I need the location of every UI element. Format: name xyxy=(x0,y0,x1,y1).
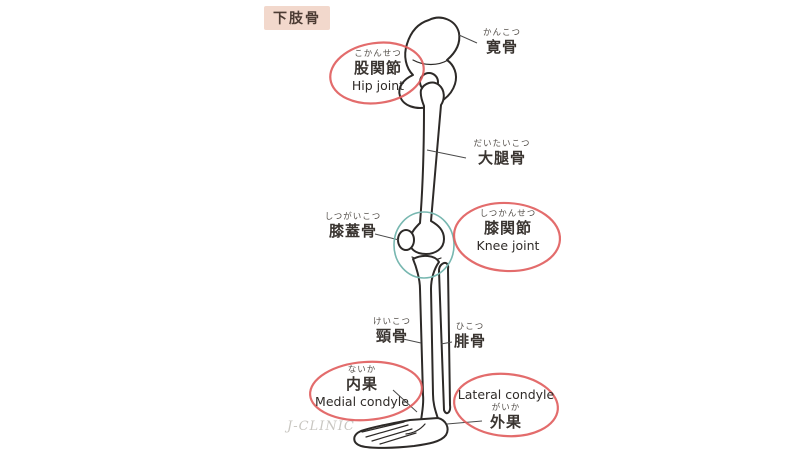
leader-line-hip-bone xyxy=(458,34,478,44)
tibia-furigana: けいこつ xyxy=(372,317,411,327)
bones-group xyxy=(353,16,461,449)
leader-line-femur xyxy=(426,149,467,159)
watermark: J-CLINIC xyxy=(287,419,355,434)
femur-kanji: 大腿骨 xyxy=(477,148,526,167)
title-badge: 下肢骨 xyxy=(264,6,330,30)
medial-condyle-english: Medial condyle xyxy=(315,394,409,410)
hip-joint-kanji: 股関節 xyxy=(353,58,402,77)
medial-condyle-highlight-ellipse xyxy=(308,360,424,422)
hip-bone-detail-line xyxy=(412,59,449,66)
hip-bone-furigana: かんこつ xyxy=(482,28,521,38)
label-fibula: ひこつ 腓骨 xyxy=(444,322,496,350)
foot-toe-lines xyxy=(361,421,426,445)
hip-joint-furigana: こかんせつ xyxy=(354,49,402,59)
leader-line-medial-condyle xyxy=(392,389,418,413)
label-patella: しつがいこつ 膝蓋骨 xyxy=(316,212,390,240)
fibula-drawing xyxy=(438,261,452,415)
patella-furigana: しつがいこつ xyxy=(324,212,382,222)
hip-bone-kanji: 寛骨 xyxy=(485,37,518,56)
label-knee-joint: しつかんせつ 膝関節 Knee joint xyxy=(462,209,554,254)
fibula-furigana: ひこつ xyxy=(455,322,485,332)
lateral-condyle-highlight-ellipse xyxy=(453,372,559,438)
medial-condyle-kanji: 内果 xyxy=(345,374,378,393)
highlight-ellipses-group xyxy=(308,41,562,438)
hip-joint-english: Hip joint xyxy=(351,78,405,94)
lateral-condyle-furigana: がいか xyxy=(491,403,521,414)
patella-drawing xyxy=(397,229,415,251)
label-hip-joint: こかんせつ 股関節 Hip joint xyxy=(330,49,426,94)
knee-teal-circle xyxy=(393,211,455,279)
knee-joint-furigana: しつかんせつ xyxy=(479,209,537,219)
tibia-kanji: 頸骨 xyxy=(375,326,408,345)
femur-drawing xyxy=(408,81,445,255)
label-hip-bone: かんこつ 寛骨 xyxy=(472,28,532,56)
knee-joint-highlight-ellipse xyxy=(452,201,562,273)
label-lateral-condyle: Lateral condyle がいか 外果 xyxy=(452,387,560,432)
knee-joint-kanji: 膝関節 xyxy=(483,218,532,237)
knee-joint-english: Knee joint xyxy=(476,238,540,254)
lateral-condyle-kanji: 外果 xyxy=(489,413,522,432)
label-tibia: けいこつ 頸骨 xyxy=(364,317,420,345)
femur-furigana: だいたいこつ xyxy=(473,139,531,149)
leader-line-tibia xyxy=(402,338,422,344)
hip-joint-highlight-ellipse xyxy=(329,41,425,105)
patella-kanji: 膝蓋骨 xyxy=(328,221,377,240)
leader-line-fibula xyxy=(440,341,453,345)
fibula-kanji: 腓骨 xyxy=(453,331,486,350)
label-femur: だいたいこつ 大腿骨 xyxy=(462,139,542,167)
medial-condyle-furigana: ないか xyxy=(347,365,377,375)
label-medial-condyle: ないか 内果 Medial condyle xyxy=(310,365,414,410)
tibia-drawing xyxy=(412,254,440,422)
lateral-condyle-english: Lateral condyle xyxy=(457,387,555,402)
